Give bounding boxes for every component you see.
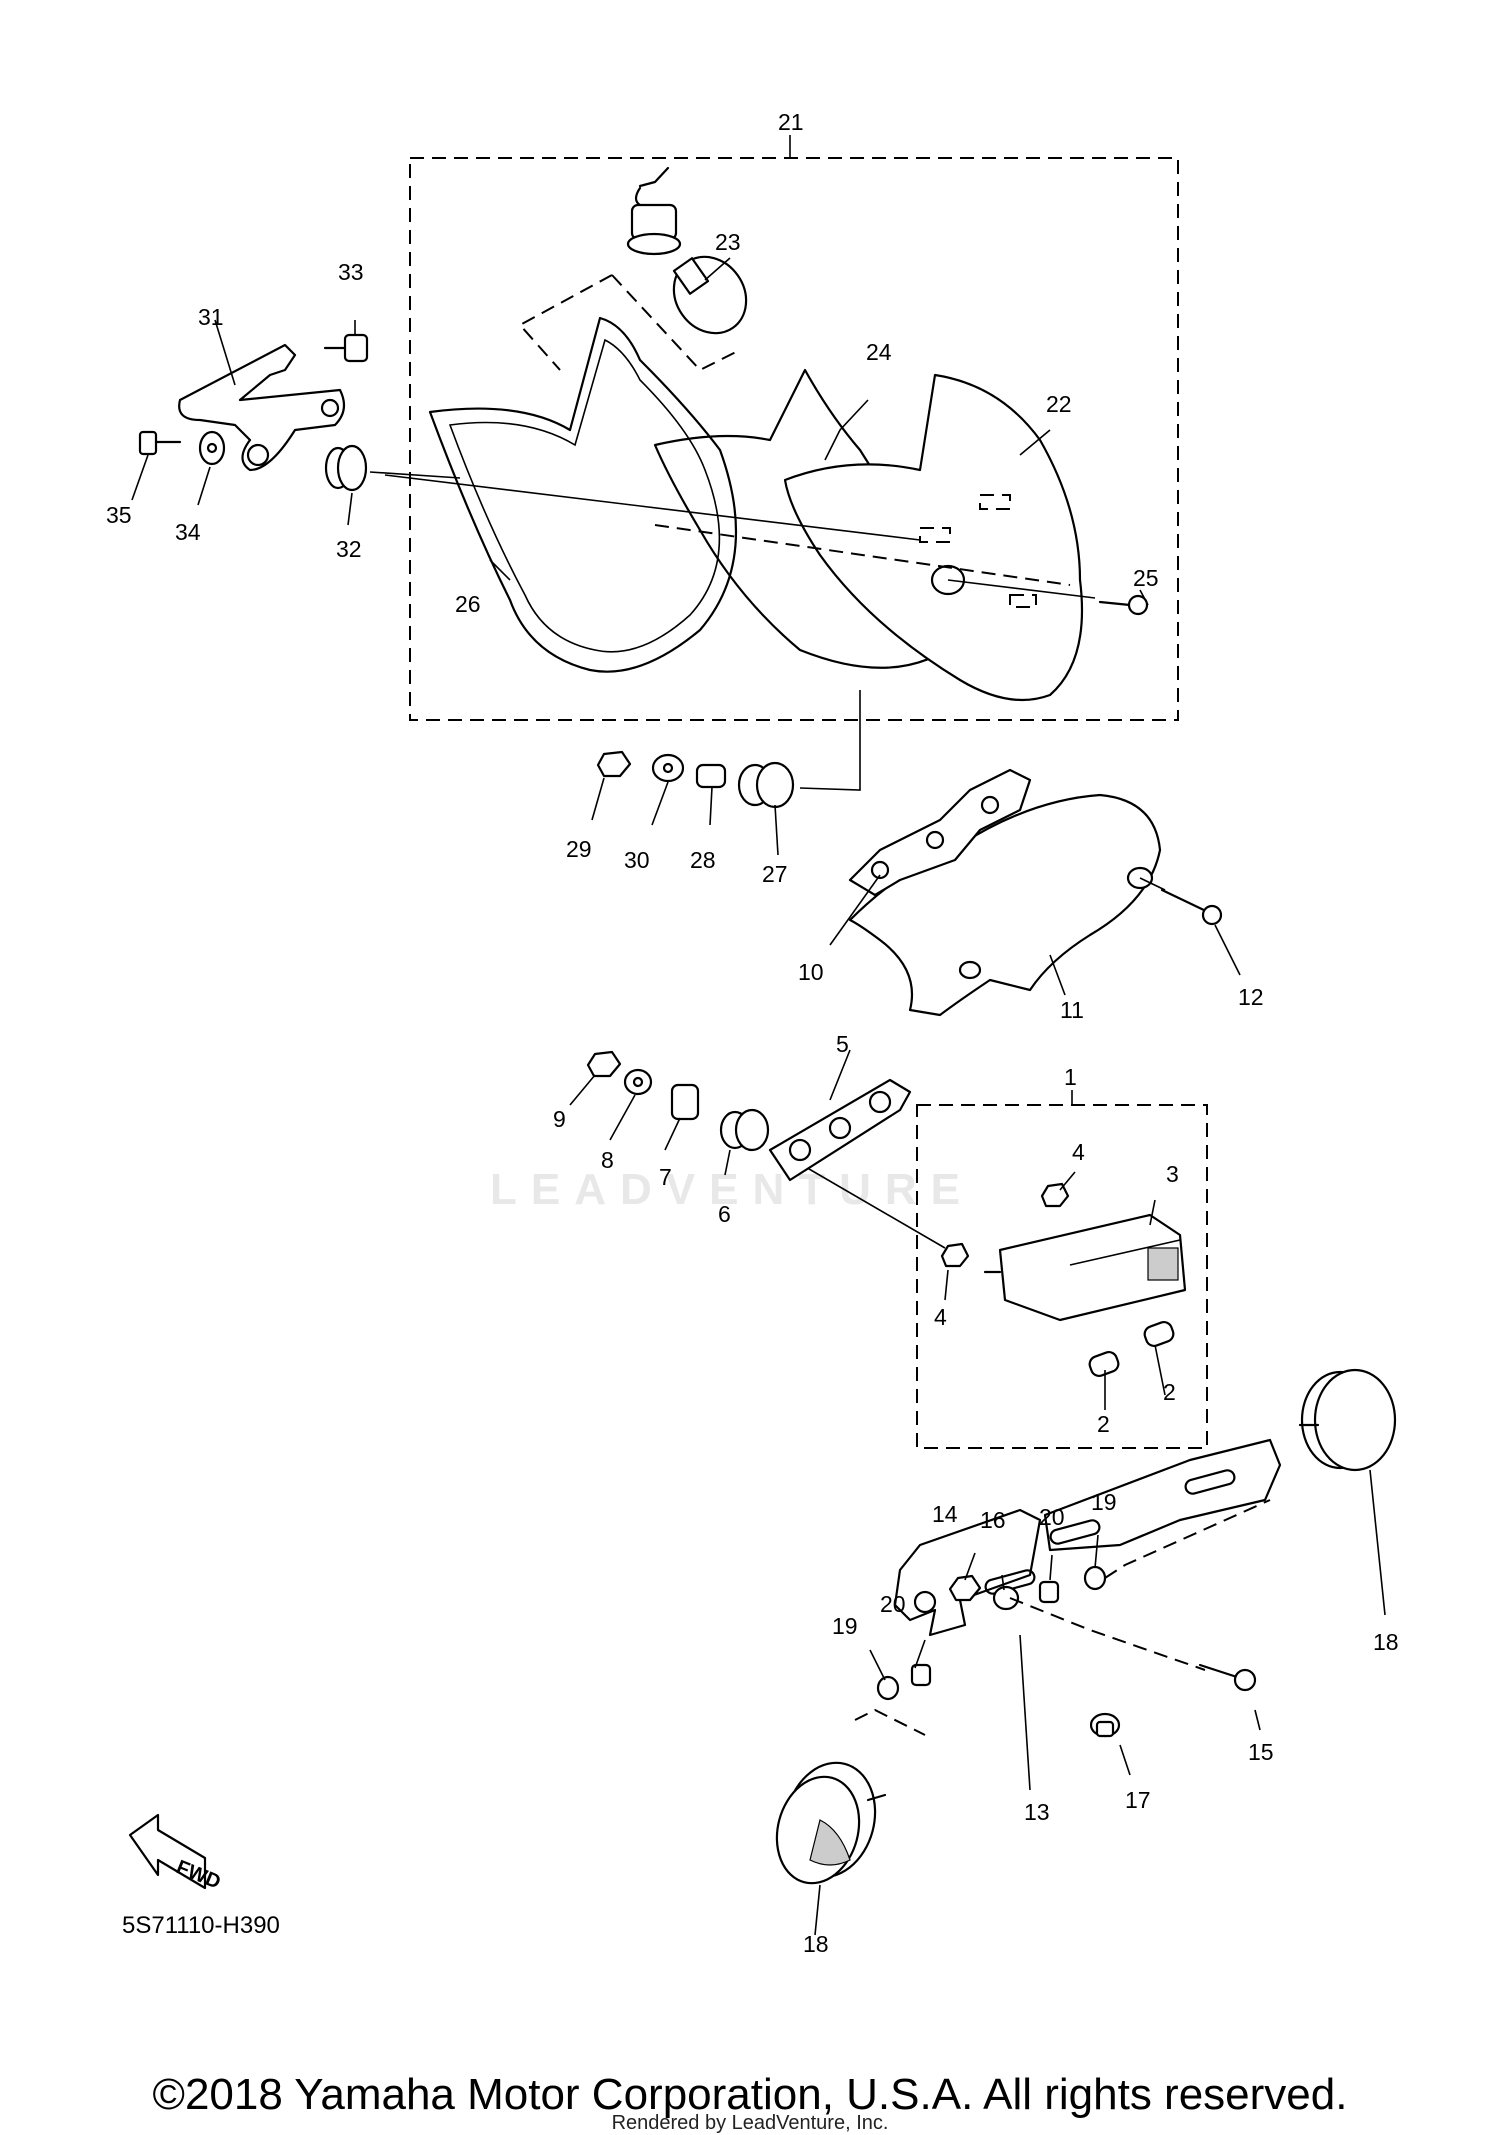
nut-17 — [1089, 1712, 1121, 1738]
callout-29: 29 — [566, 836, 592, 862]
callout-28: 28 — [690, 847, 716, 873]
callout-7: 7 — [659, 1164, 672, 1190]
collar-7 — [670, 1083, 700, 1121]
callout-20a: 20 — [1039, 1504, 1065, 1530]
callout-9: 9 — [553, 1106, 566, 1132]
bulb-2b — [1143, 1320, 1175, 1348]
grommet-27 — [737, 761, 795, 809]
rear-cover-11 — [848, 793, 1162, 1017]
washer-30 — [651, 753, 685, 783]
bulb-socket-23 — [626, 166, 682, 256]
washer-19b — [876, 1675, 900, 1701]
nut-20a — [1038, 1580, 1060, 1604]
callout-30: 30 — [624, 847, 650, 873]
callout-25: 25 — [1133, 565, 1159, 591]
callout-33: 33 — [338, 259, 364, 285]
nut-29 — [596, 750, 632, 778]
washer-34 — [198, 430, 226, 466]
callout-3: 3 — [1166, 1161, 1179, 1187]
callout-2b: 2 — [1097, 1411, 1110, 1437]
callout-18b: 18 — [803, 1931, 829, 1957]
callout-31: 31 — [198, 304, 224, 330]
callout-17: 17 — [1125, 1787, 1151, 1813]
callout-5: 5 — [836, 1031, 849, 1057]
bolt-15 — [1198, 1663, 1257, 1692]
bracket-13 — [893, 1438, 1282, 1637]
callout-13: 13 — [1024, 1799, 1050, 1825]
lens-26 — [428, 316, 738, 673]
callout-10: 10 — [798, 959, 824, 985]
bulb-23 — [672, 255, 748, 335]
nut-4a — [1040, 1182, 1070, 1208]
callout-4a: 4 — [1072, 1139, 1085, 1165]
bulb-2a — [1088, 1350, 1120, 1378]
callout-19b: 19 — [832, 1613, 858, 1639]
bolt-12 — [1160, 888, 1223, 926]
callout-27: 27 — [762, 861, 788, 887]
assembly-21-box — [409, 157, 1179, 721]
washer-16 — [992, 1585, 1020, 1611]
washer-8 — [623, 1068, 653, 1096]
nut-14 — [948, 1574, 982, 1602]
callout-1: 1 — [1064, 1064, 1077, 1090]
callout-12: 12 — [1238, 984, 1264, 1010]
nut-20b — [910, 1663, 932, 1687]
nut-4b — [940, 1242, 970, 1268]
assembly-1-box — [916, 1104, 1208, 1449]
callout-26: 26 — [455, 591, 481, 617]
callout-11: 11 — [1060, 997, 1084, 1023]
callout-24: 24 — [866, 339, 892, 365]
callout-4b: 4 — [934, 1304, 947, 1330]
callout-15: 15 — [1248, 1739, 1274, 1765]
callout-16: 16 — [980, 1507, 1006, 1533]
callout-23: 23 — [715, 229, 741, 255]
callout-32: 32 — [336, 536, 362, 562]
bracket-31 — [178, 343, 346, 472]
callout-21: 21 — [778, 109, 804, 135]
grommet-32 — [324, 444, 368, 492]
reflector-18b — [775, 1761, 887, 1885]
collar-28 — [695, 763, 727, 789]
callout-8: 8 — [601, 1147, 614, 1173]
plate-5 — [768, 1078, 912, 1182]
license-light-3 — [983, 1213, 1187, 1322]
callout-34: 34 — [175, 519, 201, 545]
washer-19a — [1083, 1565, 1107, 1591]
mount-bracket-10 — [848, 768, 1032, 897]
fwd-arrow-icon: FWD — [128, 1813, 224, 1894]
callout-19a: 19 — [1091, 1489, 1117, 1515]
callout-2a: 2 — [1163, 1379, 1176, 1405]
copyright-notice: ©2018 Yamaha Motor Corporation, U.S.A. A… — [152, 2070, 1348, 2119]
callout-22: 22 — [1046, 391, 1072, 417]
callout-20b: 20 — [880, 1591, 906, 1617]
bolt-33 — [323, 333, 369, 363]
reflector-18a — [1298, 1368, 1397, 1472]
callout-14: 14 — [932, 1501, 958, 1527]
callout-18a: 18 — [1373, 1629, 1399, 1655]
callout-6: 6 — [718, 1201, 731, 1227]
callout-35: 35 — [106, 502, 132, 528]
bolt-35 — [138, 430, 182, 456]
nut-9 — [586, 1050, 622, 1078]
grommet-6 — [719, 1108, 770, 1152]
rendered-by: Rendered by LeadVenture, Inc. — [611, 2112, 889, 2134]
diagram-code: 5S71110-H390 — [122, 1912, 280, 1939]
cover-22 — [783, 373, 1084, 702]
screw-25 — [1098, 594, 1149, 616]
